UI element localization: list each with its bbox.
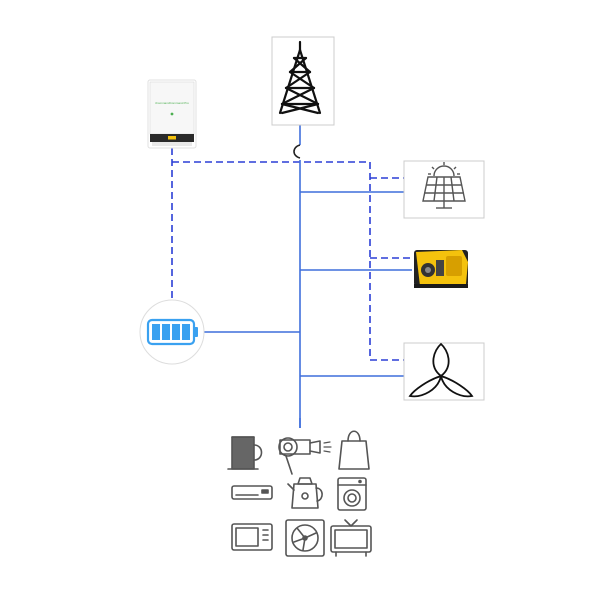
inverter-node: iCommandCommand Pro — [147, 79, 197, 149]
hair-dryer-icon — [278, 437, 332, 475]
communication-lines — [171, 148, 412, 361]
wind-turbine-icon — [408, 342, 474, 398]
battery-node — [139, 299, 205, 365]
washing-machine-icon — [337, 477, 367, 511]
air-conditioner-icon — [231, 485, 273, 500]
wind-turbine-node — [403, 342, 485, 401]
microwave-icon — [231, 523, 273, 551]
shopping-bag-icon — [338, 430, 370, 470]
kettle-icon — [287, 477, 323, 509]
solar-panel-icon — [422, 162, 466, 209]
solar-panel-node — [403, 160, 485, 219]
inverter-device-icon: iCommandCommand Pro — [149, 81, 195, 146]
power-lines — [204, 125, 412, 428]
generator-icon — [414, 250, 468, 288]
transmission-tower-icon — [278, 40, 322, 115]
loads-grid — [227, 430, 372, 557]
battery-icon — [146, 318, 198, 346]
fan-icon — [285, 519, 325, 557]
television-icon — [330, 519, 372, 557]
switch-symbol — [293, 144, 301, 159]
generator-node — [414, 250, 468, 288]
mug-icon — [227, 436, 263, 470]
grid-tower-node — [271, 36, 335, 126]
inverter-brand-text: iCommandCommand Pro — [155, 101, 189, 105]
